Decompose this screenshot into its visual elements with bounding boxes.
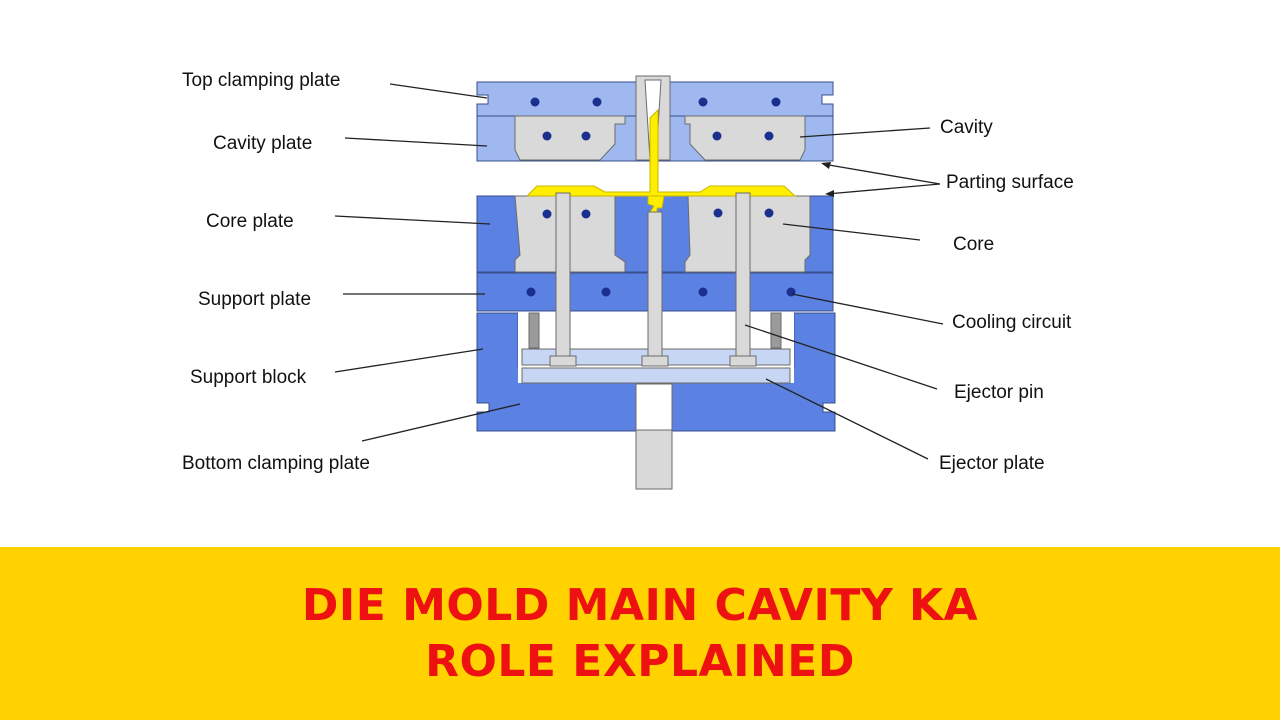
leader-lines <box>334 83 944 460</box>
label-cooling-circuit: Cooling circuit <box>952 312 1072 333</box>
ejector-pin-center <box>641 211 669 367</box>
cooling-circuit-dots <box>526 97 796 297</box>
label-top-clamping-plate: Top clamping plate <box>182 70 340 91</box>
knockout-rod <box>635 429 673 490</box>
label-bottom-clamping-plate: Bottom clamping plate <box>182 453 370 474</box>
parting-arrowheads <box>821 162 834 197</box>
banner-title-line-2: ROLE EXPLAINED <box>425 635 855 687</box>
label-cavity: Cavity <box>940 117 993 138</box>
label-cavity-plate: Cavity plate <box>213 133 312 154</box>
ejector-pin-left <box>549 192 577 367</box>
label-ejector-pin: Ejector pin <box>954 382 1044 403</box>
banner-title-line-1: DIE MOLD MAIN CAVITY KA <box>301 579 979 631</box>
label-parting-surface: Parting surface <box>946 172 1074 193</box>
ejector-plate-shape <box>521 367 791 384</box>
label-support-plate: Support plate <box>198 289 311 310</box>
molded-part <box>527 108 797 197</box>
label-ejector-plate: Ejector plate <box>939 453 1045 474</box>
label-core: Core <box>953 234 994 255</box>
label-support-block: Support block <box>190 367 307 388</box>
title-banner: DIE MOLD MAIN CAVITY KA ROLE EXPLAINED <box>0 547 1280 720</box>
label-core-plate: Core plate <box>206 211 294 232</box>
return-pin-right <box>770 312 782 349</box>
ejector-pin-right <box>729 192 757 367</box>
cavity-insert-right <box>684 115 806 161</box>
cavity-insert-left <box>514 115 626 161</box>
return-pin-left <box>528 312 540 349</box>
knockout-opening <box>635 383 673 431</box>
mold-diagram: Top clamping plate Cavity plate Core pla… <box>182 70 1074 490</box>
